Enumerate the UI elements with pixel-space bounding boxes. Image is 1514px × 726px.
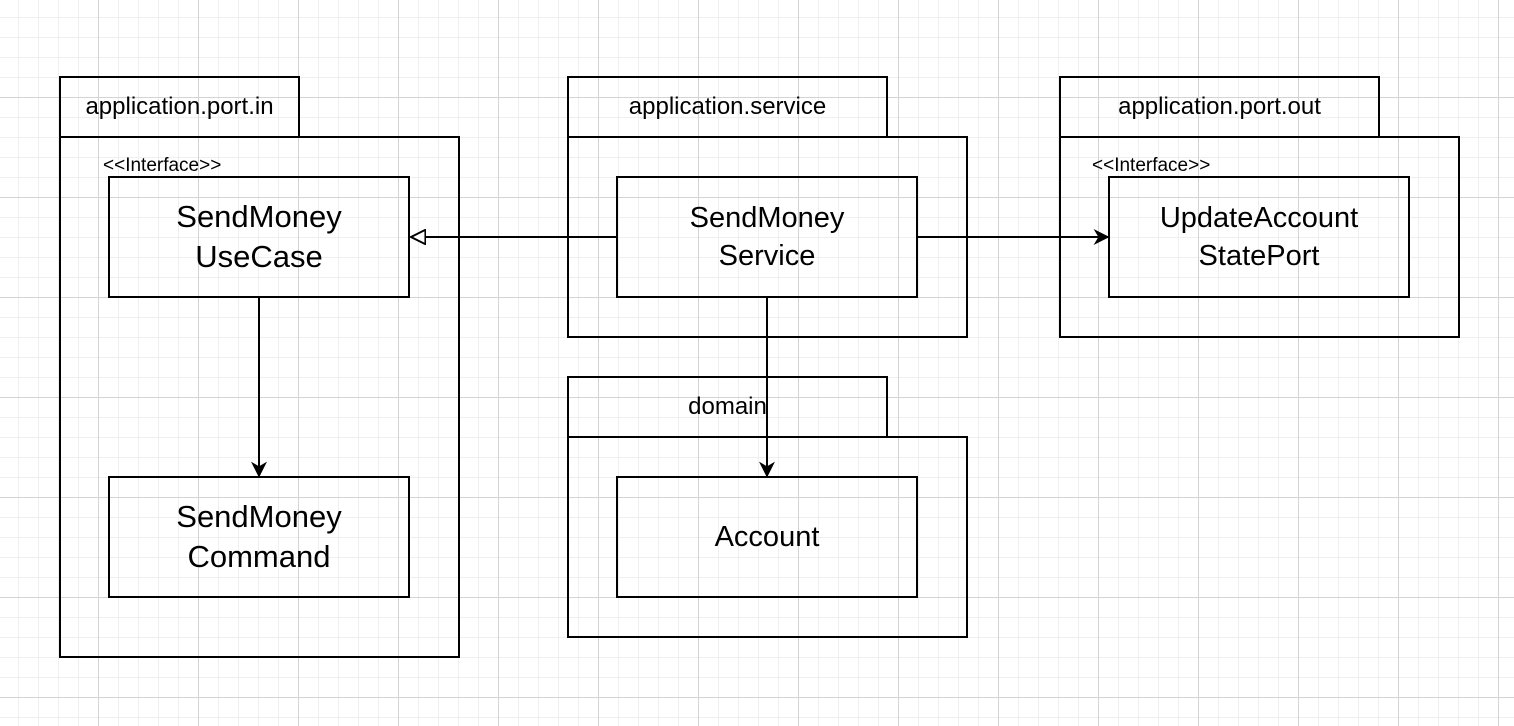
class-label: UpdateAccount StatePort [1159, 202, 1359, 272]
package-name: application.port.out [1118, 93, 1321, 120]
class-send-money-service[interactable]: SendMoney Service [616, 176, 918, 298]
class-label: SendMoney Command [176, 499, 342, 574]
package-body-port-in[interactable] [59, 136, 460, 658]
package-body-port-out[interactable] [1059, 136, 1460, 338]
package-tab-port-in[interactable]: application.port.in [59, 76, 300, 138]
package-tab-domain[interactable]: domain [567, 376, 888, 438]
class-account[interactable]: Account [616, 476, 918, 598]
class-send-money-use-case[interactable]: SendMoney UseCase [108, 176, 410, 298]
package-name: application.service [628, 93, 827, 120]
class-send-money-command[interactable]: SendMoney Command [108, 476, 410, 598]
package-body-service[interactable] [567, 136, 968, 338]
package-tab-service[interactable]: application.service [567, 76, 888, 138]
package-name: application.port.in [85, 93, 274, 120]
class-label: SendMoney Service [689, 202, 845, 272]
package-body-domain[interactable] [567, 436, 968, 638]
class-label: SendMoney UseCase [176, 199, 342, 274]
class-update-account-state-port[interactable]: UpdateAccount StatePort [1108, 176, 1410, 298]
stereotype-label: <<Interface>> [1092, 155, 1211, 176]
package-tab-port-out[interactable]: application.port.out [1059, 76, 1380, 138]
package-name: domain [688, 393, 767, 420]
stereotype-label: <<Interface>> [103, 155, 222, 176]
class-label: Account [714, 521, 820, 553]
